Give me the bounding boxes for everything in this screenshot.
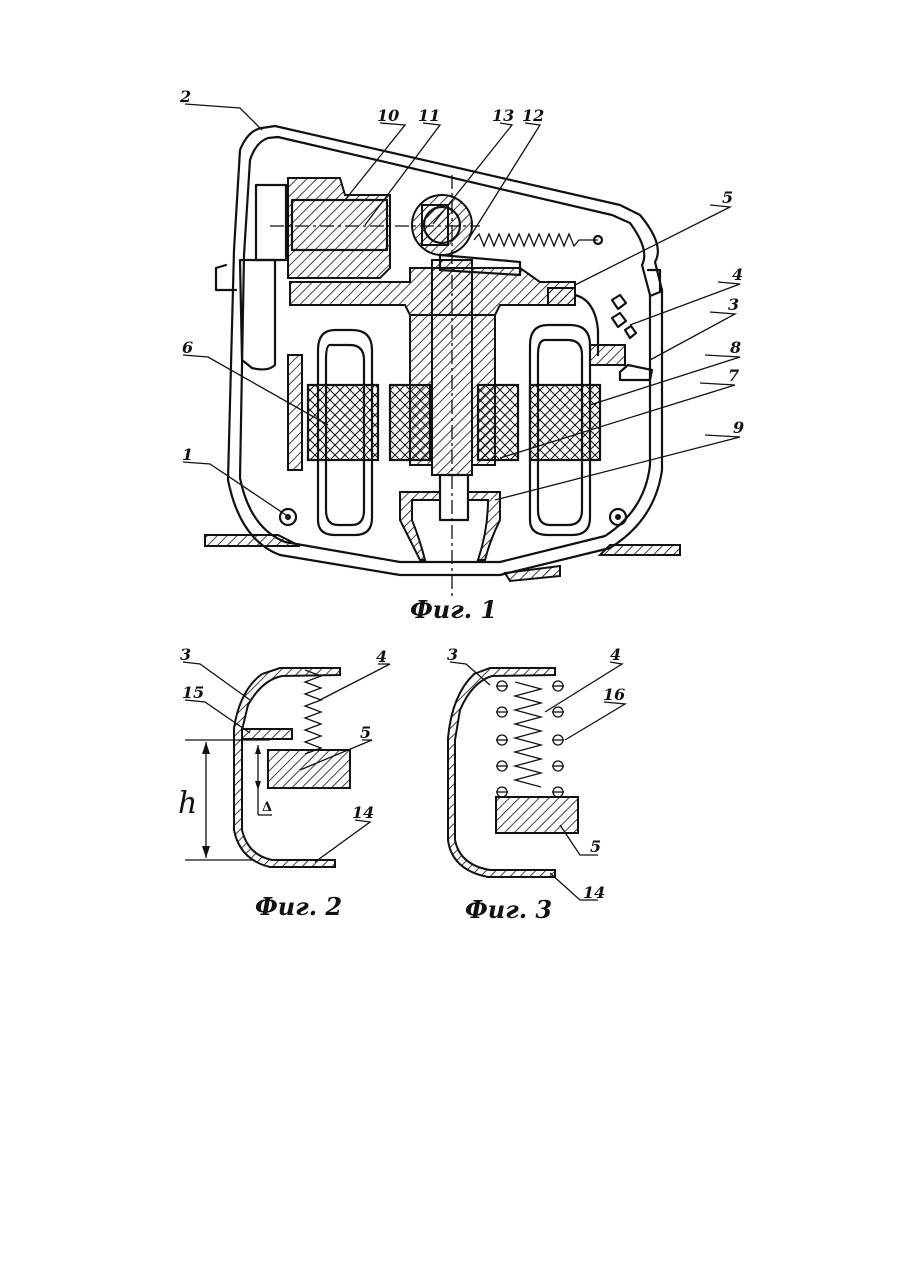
damper-4 [590,345,625,365]
label-6: 6 [182,338,193,357]
caption-fig2: Фиг. 2 [255,892,342,921]
winding-left [308,385,378,460]
fig2-label-15: 15 [182,683,204,702]
fig2-plate-15 [242,729,292,739]
base-left [205,535,300,546]
label-8: 8 [729,338,741,357]
fig2-label-3: 3 [180,645,191,664]
label-4: 4 [732,265,743,284]
label-11: 11 [418,106,440,125]
label-7: 7 [728,366,739,385]
fig2-spring-4 [305,670,321,754]
label-1: 1 [182,445,193,464]
label-3: 3 [728,295,739,314]
fig3-label-5: 5 [590,837,601,856]
label-2: 2 [179,87,191,106]
base-right [600,545,680,555]
cylinder-head [240,260,275,369]
fig2-label-5: 5 [360,723,371,742]
fig3-label-16: 16 [603,685,625,704]
fig2-block-5 [268,750,350,788]
figure-3: 3 4 16 5 14 Фиг. 3 [447,645,625,924]
caption-fig3: Фиг. 3 [465,895,552,924]
oil-cup [400,492,440,560]
bracket-5 [548,288,575,305]
fig2-label-14: 14 [352,803,374,822]
label-12: 12 [522,106,544,125]
label-13: 13 [492,106,514,125]
shaft [432,260,472,475]
figure-2: h Δ 3 15 4 5 14 Фиг. 2 [178,645,390,921]
fig3-block-5 [496,797,578,833]
fig3-spring-4 [515,682,541,787]
fig3-rivets-16 [496,681,564,797]
fig2-label-delta: Δ [262,800,272,815]
fig3-label-3: 3 [447,645,458,664]
label-10: 10 [377,106,399,125]
figure-1: 2 10 11 13 12 5 4 3 8 7 9 6 1 Фиг. 1 [179,87,744,624]
winding-center-left [390,385,430,460]
caption-fig1: Фиг. 1 [410,595,497,624]
label-9: 9 [733,418,744,437]
label-5: 5 [722,188,733,207]
fig2-label-h: h [178,786,197,821]
fig3-label-14: 14 [583,883,605,902]
spring-12 [474,234,598,246]
fig2-label-4: 4 [376,647,387,666]
cylinder-block [288,178,390,278]
winding-right [530,385,600,460]
fig3-label-4: 4 [610,645,621,664]
winding-center-right [478,385,518,460]
